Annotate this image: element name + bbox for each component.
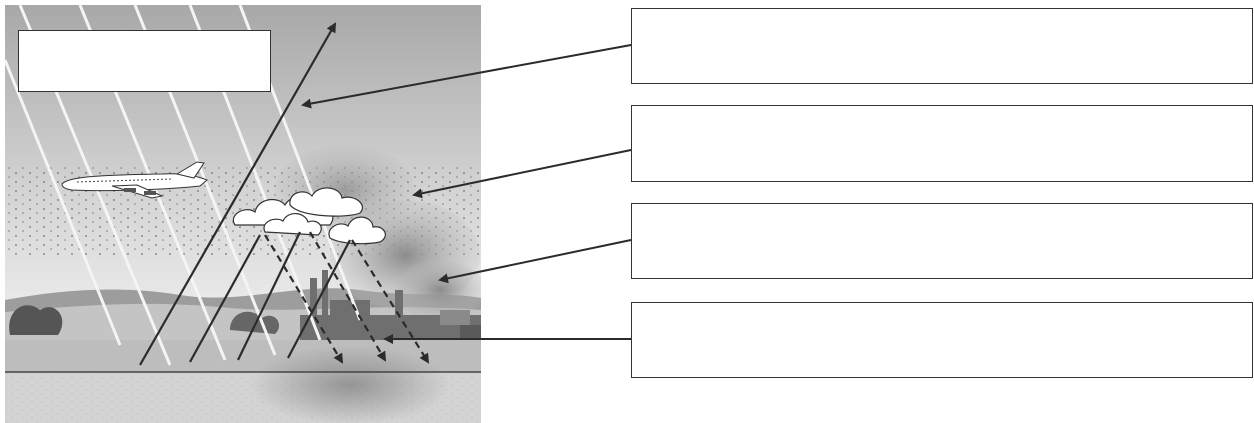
label-box-4[interactable] [631, 302, 1253, 378]
ground-shadow [250, 345, 450, 423]
label-box-3[interactable] [631, 203, 1253, 279]
label-box-2[interactable] [631, 105, 1253, 182]
tree-icon [9, 305, 62, 335]
title-label-box[interactable] [18, 30, 271, 92]
label-box-1[interactable] [631, 8, 1253, 84]
